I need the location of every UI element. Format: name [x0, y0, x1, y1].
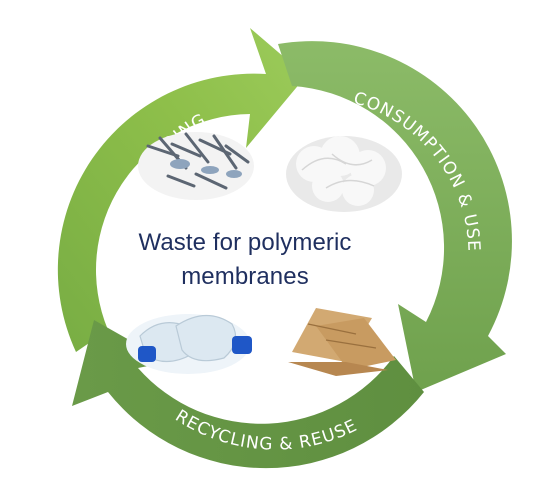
- center-title-line-1: Waste for polymeric: [138, 229, 352, 256]
- center-title: Waste for polymeric membranes: [110, 226, 380, 294]
- center-title-line-2: membranes: [181, 263, 309, 290]
- cardboard-icon: [288, 308, 396, 376]
- wool-icon: [286, 136, 402, 212]
- recycling-arrow: [72, 320, 424, 469]
- consumption-arrow: [278, 41, 512, 392]
- plastic-bottles-icon: [126, 314, 252, 374]
- feathers-icon: [138, 132, 254, 200]
- manufacturing-arrow: [57, 28, 307, 352]
